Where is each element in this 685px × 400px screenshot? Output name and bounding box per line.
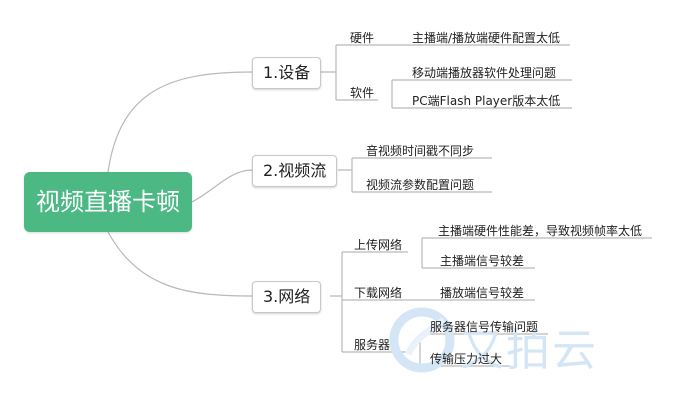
connector-network-trunk	[330, 252, 343, 352]
root-topic[interactable]: 视频直播卡顿	[24, 172, 192, 232]
branch-devices[interactable]: 1.设备	[252, 57, 322, 89]
leaf-player-signal-poor[interactable]: 播放端信号较差	[440, 286, 525, 300]
leaf-transmission-pressure[interactable]: 传输压力过大	[430, 352, 503, 366]
sub-server[interactable]: 服务器	[354, 338, 391, 352]
sub-download-network[interactable]: 下载网络	[354, 286, 403, 300]
watermark-logo: 又拍云	[388, 300, 658, 380]
connector-root-stream	[191, 169, 253, 203]
sub-software[interactable]: 软件	[350, 86, 375, 100]
leaf-av-timestamp-sync[interactable]: 音视频时间戳不同步	[366, 144, 475, 158]
connector-root-devices	[107, 71, 253, 173]
leaf-host-signal-poor[interactable]: 主播端信号较差	[440, 254, 525, 268]
connector-stream-trunk	[338, 158, 353, 192]
sub-upload-network[interactable]: 上传网络	[354, 238, 403, 252]
leaf-mobile-player-software[interactable]: 移动端播放器软件处理问题	[412, 66, 557, 80]
leaf-server-transmission[interactable]: 服务器信号传输问题	[430, 320, 539, 334]
branch-video-stream[interactable]: 2.视频流	[252, 155, 338, 187]
watermark-text: 又拍云	[460, 325, 598, 376]
leaf-host-hardware-framerate[interactable]: 主播端硬件性能差，导致视频帧率太低	[438, 224, 643, 238]
leaf-hardware-config-low[interactable]: 主播端/播放端硬件配置太低	[412, 31, 561, 45]
cloud-logo-icon	[389, 307, 455, 373]
sub-hardware[interactable]: 硬件	[350, 31, 375, 45]
connector-root-network	[107, 231, 253, 297]
branch-network[interactable]: 3.网络	[252, 281, 322, 313]
leaf-pc-flash-version[interactable]: PC端Flash Player版本太低	[412, 94, 561, 108]
leaf-stream-params-config[interactable]: 视频流参数配置问题	[366, 178, 475, 192]
